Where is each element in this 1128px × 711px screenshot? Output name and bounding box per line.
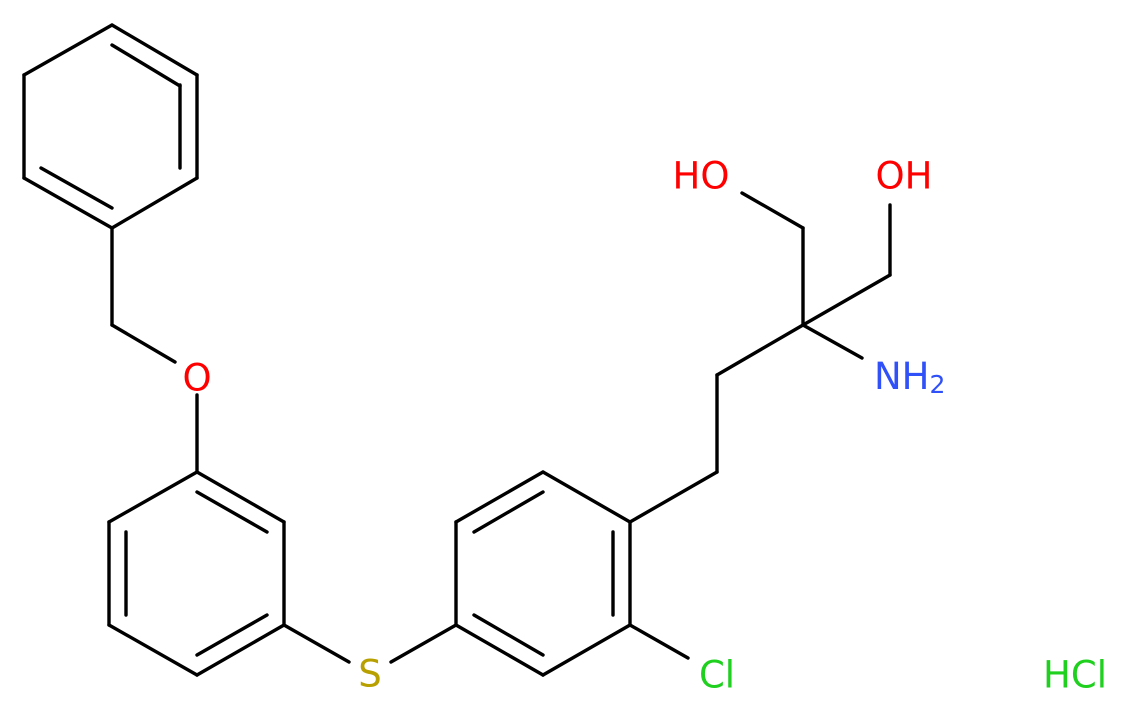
ch2-oxygen-bond bbox=[110, 323, 177, 364]
sulfur-label: S bbox=[358, 653, 382, 696]
ether-oxygen-label: O bbox=[182, 357, 211, 400]
amine-text: NH bbox=[874, 355, 930, 398]
ring-sulfur-bond bbox=[282, 623, 351, 664]
chain-bond-1 bbox=[628, 470, 719, 524]
ch2-hydroxyl-left-bond bbox=[740, 191, 805, 230]
phenoxy-ring bbox=[107, 470, 286, 677]
amine-label: NH2 bbox=[874, 355, 945, 399]
quaternary-ch2-right-bond bbox=[801, 273, 892, 327]
amine-subscript: 2 bbox=[930, 370, 946, 399]
hydroxyl-left-label: HO bbox=[673, 155, 730, 198]
hydroxyl-right-label: OH bbox=[876, 155, 933, 198]
hcl-salt-label: HCl bbox=[1043, 654, 1107, 697]
chlorophenyl-ring bbox=[454, 470, 632, 677]
quaternary-amine-bond bbox=[801, 323, 864, 360]
ring-chloro-bond bbox=[628, 623, 690, 660]
benzyl-ring bbox=[22, 23, 199, 230]
chloro-label: Cl bbox=[699, 654, 735, 697]
chain-bond-3 bbox=[715, 323, 805, 377]
sulfur-ring-bond bbox=[389, 623, 458, 664]
